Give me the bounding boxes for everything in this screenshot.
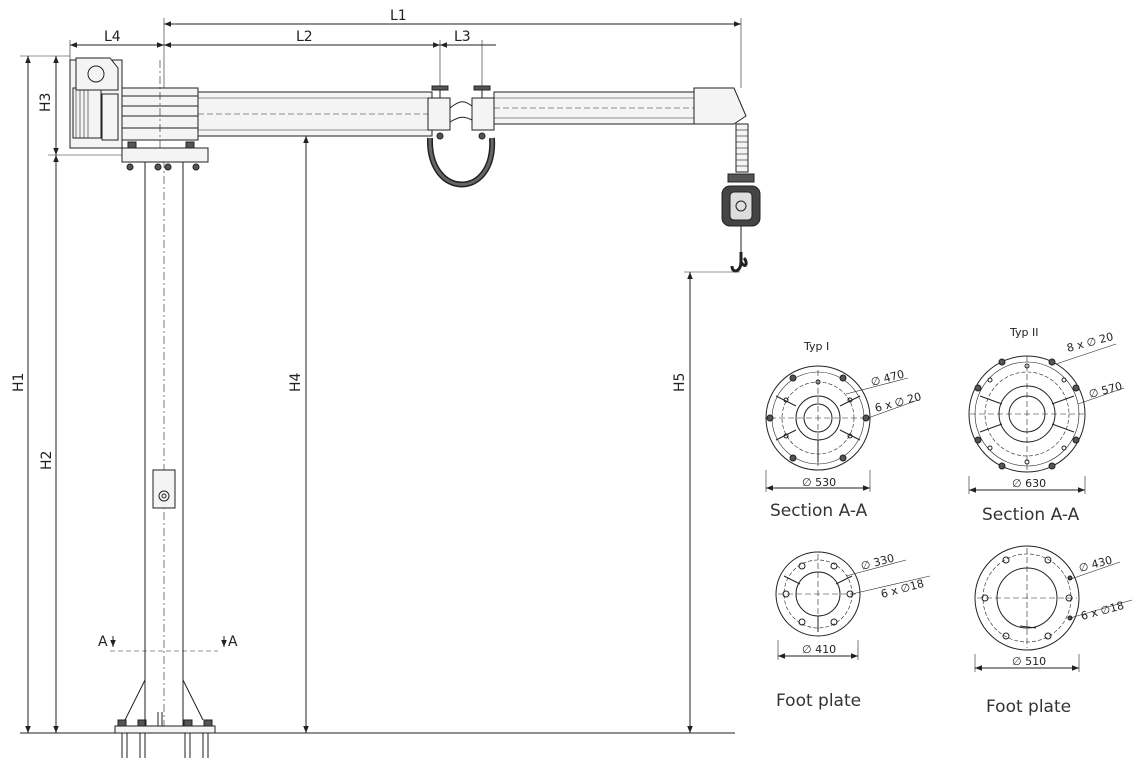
typ2-foot-bolt-circle: ∅ 430 <box>1077 554 1113 575</box>
dimension-lines <box>20 18 742 733</box>
typ1-foot-caption: Foot plate <box>776 691 861 711</box>
control-box <box>152 469 176 509</box>
typ1-foot-plate-view: ∅ 410 ∅ 330 6 x ∅18 Foot plate <box>775 551 931 711</box>
lift-spring <box>735 123 749 173</box>
base-anchors <box>114 719 216 758</box>
typ1-foot-bolt-circle: ∅ 330 <box>859 552 895 573</box>
base-gussets <box>124 679 204 726</box>
typ1-section-caption: Section A-A <box>770 501 868 521</box>
swivel-bearing <box>121 60 199 148</box>
typ2-label: Typ II <box>1009 326 1038 339</box>
top-flange <box>121 141 209 171</box>
typ1-section-holes: 6 x ∅ 20 <box>873 390 922 415</box>
typ1-foot-outer-dia: ∅ 410 <box>802 643 836 656</box>
typ1-section-view: Typ I ∅ 530 ∅ 470 6 x ∅ 20 Section A-A <box>765 340 923 521</box>
outer-arm <box>493 91 695 125</box>
typ2-section-outer-dia: ∅ 630 <box>1012 477 1046 490</box>
dim-label-h2: H2 <box>39 451 55 470</box>
section-label-left: A <box>98 634 108 650</box>
section-label-right: A <box>228 634 238 650</box>
inner-arm <box>197 91 433 137</box>
typ1-section-outer-dia: ∅ 530 <box>802 476 836 489</box>
typ2-foot-outer-dia: ∅ 510 <box>1012 655 1046 668</box>
pillar-jib-crane: L1 L4 L2 L3 H1 H3 H2 H4 H5 A A <box>11 8 761 758</box>
dim-label-h3: H3 <box>38 93 54 112</box>
dim-label-l2: L2 <box>296 29 313 45</box>
arm-head <box>693 87 747 125</box>
typ2-foot-plate-view: ∅ 510 ∅ 430 6 x ∅18 Foot plate <box>974 545 1133 717</box>
typ2-section-bolt-circle: ∅ 570 <box>1087 380 1123 401</box>
hook-icon <box>730 252 748 273</box>
dim-label-h1: H1 <box>11 373 27 392</box>
typ2-foot-holes: 6 x ∅18 <box>1079 599 1125 623</box>
section-cut-line <box>110 636 227 652</box>
knuckle-joint <box>427 85 495 140</box>
dim-label-l3: L3 <box>454 29 471 45</box>
typ1-foot-holes: 6 x ∅18 <box>879 577 925 601</box>
typ1-label: Typ I <box>803 340 829 353</box>
slewing-drive <box>69 57 123 149</box>
typ2-section-view: Typ II ∅ 630 8 x ∅ 20 ∅ 570 Section A-A <box>968 326 1125 525</box>
pillar-column <box>144 160 184 726</box>
dim-label-l1: L1 <box>390 8 407 24</box>
dim-label-l4: L4 <box>104 29 121 45</box>
typ2-section-holes: 8 x ∅ 20 <box>1065 330 1114 355</box>
dim-label-h5: H5 <box>672 373 688 392</box>
hose-loop <box>426 137 496 188</box>
typ1-section-bolt-circle: ∅ 470 <box>869 368 905 389</box>
typ2-foot-caption: Foot plate <box>986 697 1071 717</box>
typ2-section-caption: Section A-A <box>982 505 1080 525</box>
hoist-block <box>721 173 761 252</box>
dim-label-h4: H4 <box>288 372 304 392</box>
